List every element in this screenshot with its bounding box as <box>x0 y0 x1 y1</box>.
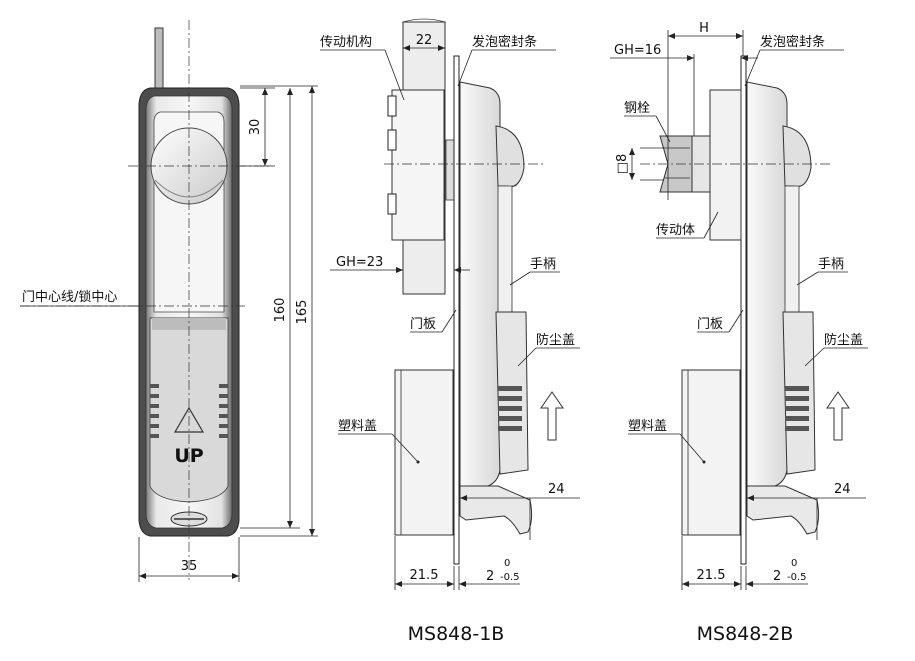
model-2b: MS848-2B <box>697 623 794 645</box>
dim-h: H <box>699 21 709 36</box>
label-foam-seal-2b: 发泡密封条 <box>760 34 825 50</box>
label-dust-cover-2b: 防尘盖 <box>824 332 863 348</box>
label-dust-cover: 防尘盖 <box>536 332 575 348</box>
dim-22: 22 <box>416 33 433 48</box>
side-grip-ridges <box>498 386 522 431</box>
label-handle-2b: 手柄 <box>818 257 844 272</box>
dim-24-2b: 24 <box>834 482 851 497</box>
label-mechanism: 传动机构 <box>320 35 372 50</box>
drive-body <box>709 89 742 241</box>
dim-165: 165 <box>295 300 310 325</box>
dust-cover-edge <box>152 318 226 330</box>
door-panel-2b <box>740 55 747 565</box>
mechanism-housing <box>391 89 445 241</box>
door-panel <box>453 55 460 565</box>
top-rod <box>154 27 164 89</box>
label-plastic-cover-2b: 塑料盖 <box>628 419 667 434</box>
handle-knob-side-2b <box>782 125 812 188</box>
handle-bottom <box>459 485 533 535</box>
dim-gh-16: GH=16 <box>614 43 661 58</box>
label-bolt: 钢栓 <box>624 101 650 116</box>
dim-35: 35 <box>181 559 198 574</box>
side-view-2b: H GH=16 □8 发泡密封条 钢栓 传动体 手柄 门板 防尘盖 塑料盖 24 <box>610 21 868 645</box>
dim-gh-23: GH=23 <box>336 255 383 270</box>
plastic-cover <box>394 369 454 536</box>
up-direction-arrow-icon-2b <box>826 391 850 441</box>
side-grip-ridges-2b <box>785 386 809 431</box>
front-view: UP 门中心线/锁中心 30 160 165 35 <box>20 20 318 582</box>
label-drive-body: 传动体 <box>656 223 695 238</box>
dim-24-1b: 24 <box>548 482 565 497</box>
dust-cover-side-2b <box>782 311 816 475</box>
dim-2-2b: 2 <box>773 569 781 584</box>
up-arrow-icon <box>173 406 205 433</box>
dim-21-5-1b: 21.5 <box>410 568 439 583</box>
label-plastic-cover: 塑料盖 <box>338 419 377 434</box>
tol-upper-1b: 0 <box>504 558 510 569</box>
up-direction-arrow-icon <box>540 391 564 441</box>
label-handle: 手柄 <box>530 257 556 272</box>
dim-160: 160 <box>273 298 288 323</box>
tol-lower-2b: -0.5 <box>787 572 807 583</box>
dim-21-5-2b: 21.5 <box>697 568 726 583</box>
tol-upper-2b: 0 <box>791 558 797 569</box>
handle-body <box>459 81 501 487</box>
door-center-label: 门中心线/锁中心 <box>22 289 117 305</box>
dim-square-8: □8 <box>615 154 630 175</box>
handle-body-2b <box>746 81 788 487</box>
plastic-cover-2b <box>681 369 741 536</box>
tol-lower-1b: -0.5 <box>500 572 520 583</box>
dim-30: 30 <box>248 119 263 136</box>
dim-2-1b: 2 <box>486 569 494 584</box>
model-1b: MS848-1B <box>408 623 505 645</box>
label-foam-seal: 发泡密封条 <box>472 34 537 50</box>
handle-bottom-2b <box>746 485 820 535</box>
grip-ridges <box>150 384 228 438</box>
dust-cover-side <box>495 311 529 475</box>
label-door-panel: 门板 <box>410 317 436 332</box>
side-view-1b: 传动机构 发泡密封条 手柄 门板 防尘盖 塑料盖 22 GH=23 24 21.… <box>320 18 580 645</box>
label-door-panel-2b: 门板 <box>697 317 723 332</box>
handle-knob-side <box>495 125 525 188</box>
